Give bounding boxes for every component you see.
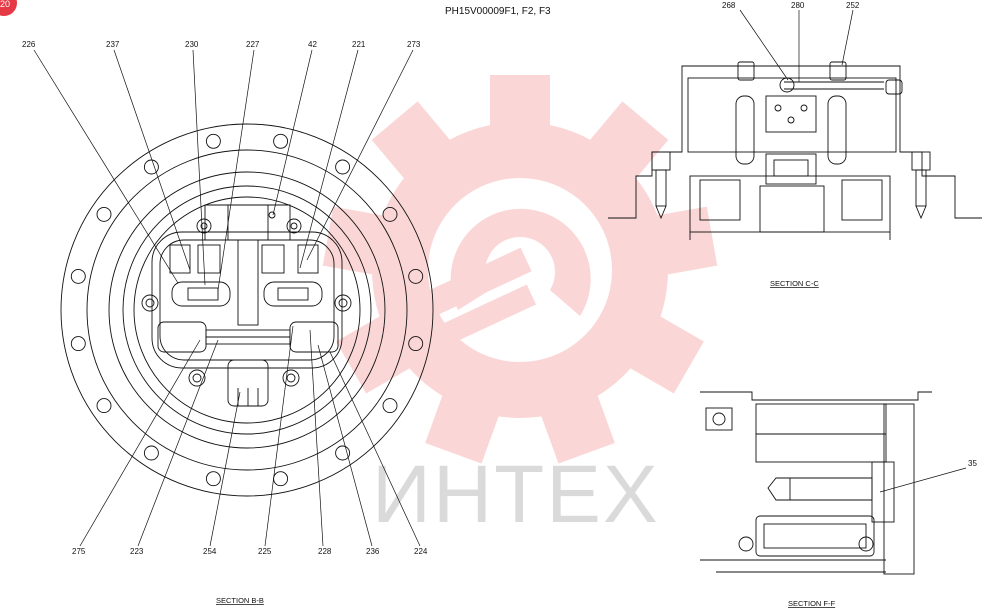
callout-227: 227 — [246, 40, 260, 49]
bolt-hole — [205, 133, 221, 149]
callout-221: 221 — [352, 40, 366, 49]
section-c-c-label: SECTION C-C — [770, 279, 819, 288]
watermark-gear-logo — [322, 75, 718, 464]
callout-236: 236 — [366, 547, 380, 556]
section-f-f-label: SECTION F-F — [788, 599, 835, 608]
callout-35: 35 — [968, 459, 977, 468]
callout-273: 273 — [407, 40, 421, 49]
bolt-hole — [205, 471, 221, 487]
callout-252: 252 — [846, 1, 860, 10]
bolt-hole — [143, 445, 159, 461]
callout-275: 275 — [72, 547, 86, 556]
section-f-f-view — [700, 391, 932, 575]
callout-224: 224 — [414, 547, 428, 556]
callout-254: 254 — [203, 547, 217, 556]
bolt-hole — [335, 159, 351, 175]
bolt-hole — [408, 268, 424, 284]
section-f-f-leaders — [879, 467, 967, 493]
callout-223: 223 — [130, 547, 144, 556]
section-b-b-view — [60, 123, 434, 497]
bolt-hole — [382, 398, 398, 414]
corner-badge-text: 20 — [0, 0, 10, 9]
section-b-b-callouts: 226 237 230 227 42 221 273 275 223 254 2… — [22, 40, 428, 556]
bolt-hole — [408, 336, 424, 352]
corner-badge: 20 — [0, 0, 17, 16]
callout-42: 42 — [308, 40, 317, 49]
callout-225: 225 — [258, 547, 272, 556]
callout-228: 228 — [318, 547, 332, 556]
callout-280: 280 — [791, 1, 805, 10]
drawing-number: PH15V00009F1, F2, F3 — [445, 6, 551, 17]
bolt-hole — [96, 398, 112, 414]
section-b-b-label: SECTION B-B — [216, 596, 264, 605]
section-c-c-leaders — [739, 9, 854, 82]
bolt-hole — [382, 206, 398, 222]
bolt-hole — [273, 471, 289, 487]
section-c-c-view — [608, 61, 982, 240]
section-b-b-leaders — [33, 49, 421, 547]
bolt-hole — [70, 336, 86, 352]
bolt-hole — [335, 445, 351, 461]
callout-226: 226 — [22, 40, 36, 49]
callout-268: 268 — [722, 1, 736, 10]
callout-230: 230 — [185, 40, 199, 49]
bolt-hole — [143, 159, 159, 175]
section-c-c-callouts: 268 280 252 — [722, 1, 860, 10]
watermark-text: ИНТЕХ — [372, 449, 660, 540]
callout-237: 237 — [106, 40, 120, 49]
bolt-hole — [70, 268, 86, 284]
bolt-hole — [273, 133, 289, 149]
bolt-hole — [96, 206, 112, 222]
